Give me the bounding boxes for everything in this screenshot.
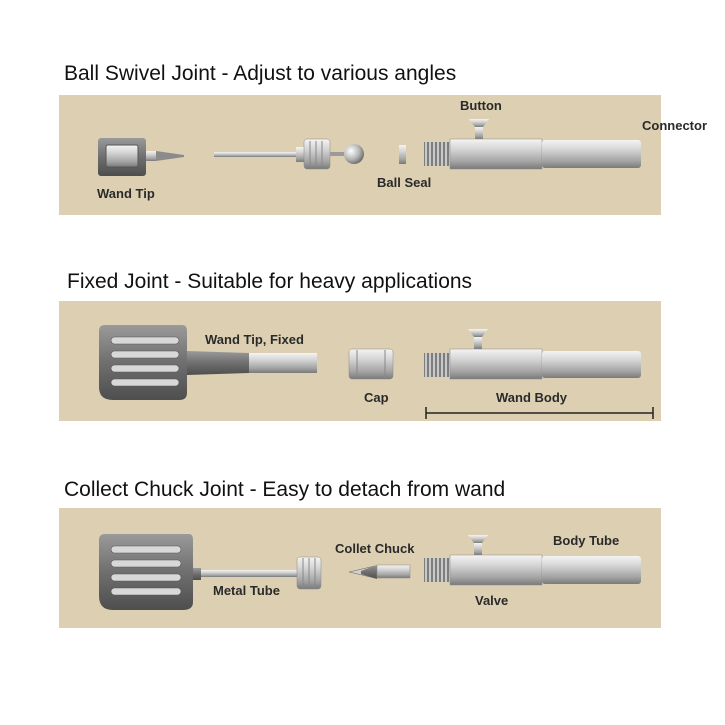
label-wand-tip: Wand Tip xyxy=(97,186,155,201)
ball-swivel-diagram xyxy=(98,119,641,176)
collect-chuck-diagram xyxy=(99,534,641,610)
wand-body-part xyxy=(424,329,641,380)
label-body-tube: Body Tube xyxy=(553,533,620,548)
fixed-joint-diagram xyxy=(99,325,654,419)
section-title-ball-swivel: Ball Swivel Joint - Adjust to various an… xyxy=(64,62,457,85)
valve-body-tube-part xyxy=(424,535,641,586)
label-button: Button xyxy=(460,98,502,113)
metal-tube-part xyxy=(201,556,322,590)
section-title-fixed-joint: Fixed Joint - Suitable for heavy applica… xyxy=(67,270,473,293)
label-ball-seal: Ball Seal xyxy=(377,175,432,190)
collet-chuck-part xyxy=(348,564,411,579)
label-collet-chuck: Collet Chuck xyxy=(335,541,415,556)
panel-fixed-joint: Wand Tip, Fixed Cap Wand Body xyxy=(59,301,661,421)
cap-part xyxy=(348,348,394,380)
ball-seal-part xyxy=(399,145,406,164)
label-wand-body: Wand Body xyxy=(496,390,568,405)
label-connector: Connector xyxy=(642,118,707,133)
wand-tip-part xyxy=(98,138,184,176)
label-valve: Valve xyxy=(475,593,509,608)
label-metal-tube: Metal Tube xyxy=(213,583,280,598)
wand-body-dimension-line xyxy=(425,407,654,419)
section-title-collect-chuck: Collect Chuck Joint - Easy to detach fro… xyxy=(64,478,506,501)
label-cap: Cap xyxy=(364,390,389,405)
label-wand-tip-fixed: Wand Tip, Fixed xyxy=(205,332,304,347)
panel-collect-chuck-joint: Metal Tube Collet Chuck Body Tube Valve xyxy=(59,508,661,628)
paddle-tip-part xyxy=(99,534,201,610)
valve-body-part xyxy=(424,119,641,170)
ball-stem-part xyxy=(214,138,364,170)
wand-tip-fixed-part xyxy=(99,325,317,400)
panel-ball-swivel-joint: Wand Tip Ball Seal Button Connector xyxy=(59,95,707,215)
